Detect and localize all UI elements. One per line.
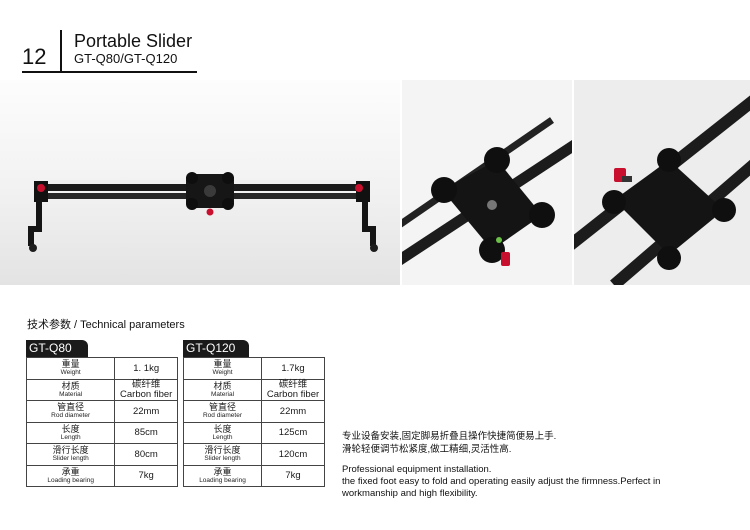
row-value: 22mm [261, 400, 325, 423]
header-divider-horizontal [22, 71, 197, 73]
carriage-topview-image [574, 80, 750, 285]
page-header: 12 Portable Slider GT-Q80/GT-Q120 [0, 0, 750, 75]
row-value: 22mm [114, 400, 178, 423]
row-value: 85cm [114, 421, 178, 444]
row-value: 80cm [114, 443, 178, 466]
photo-divider [572, 80, 574, 285]
description-en-line3: workmanship and high flexibility. [342, 488, 478, 499]
spec-heading: 技术参数 / Technical parameters [27, 319, 185, 331]
header-divider-vertical [60, 30, 62, 72]
row-value: 1.7kg [261, 357, 325, 380]
description-zh-line2: 滑轮轻便调节松紧度,做工精细,灵活性高. [342, 444, 512, 455]
row-value: 7kg [261, 464, 325, 487]
row-value: 120cm [261, 443, 325, 466]
page-title: Portable Slider [74, 31, 193, 51]
page-number: 12 [22, 44, 47, 69]
description-en-line2: the fixed foot easy to fold and operatin… [342, 476, 661, 487]
model-tab-gt-q80: GT-Q80 [26, 340, 88, 357]
row-value: 1. 1kg [114, 357, 178, 380]
row-value: 7kg [114, 464, 178, 487]
description-zh-line1: 专业设备安装,固定脚易折叠且操作快捷简便易上手. [342, 431, 557, 442]
description-en-line1: Professional equipment installation. [342, 464, 492, 475]
carriage-closeup-image [402, 80, 572, 285]
page-subtitle: GT-Q80/GT-Q120 [74, 51, 178, 66]
product-photo-band [0, 80, 750, 285]
row-value: 125cm [261, 421, 325, 444]
photo-divider [400, 80, 402, 285]
slider-full-image [28, 172, 378, 252]
model-tab-gt-q120: GT-Q120 [183, 340, 249, 357]
